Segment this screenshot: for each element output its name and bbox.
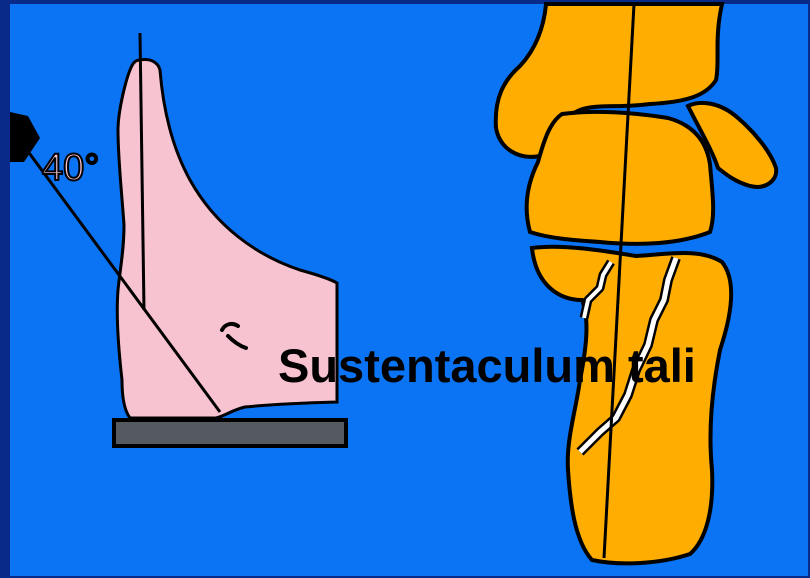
talus-bone	[527, 112, 713, 244]
angle-label: 40°	[42, 147, 99, 189]
caption-label: Sustentaculum tali	[278, 338, 696, 393]
xray-plate	[114, 420, 346, 446]
